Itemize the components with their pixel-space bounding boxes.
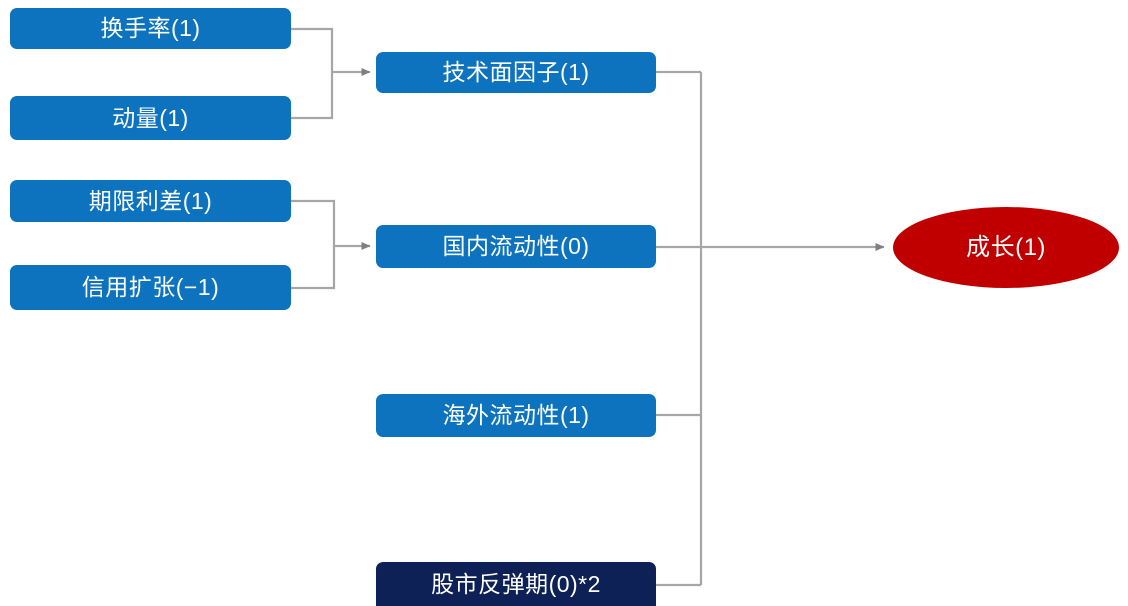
- node-growth[interactable]: 成长(1): [893, 207, 1119, 288]
- node-momentum[interactable]: 动量(1): [10, 96, 291, 140]
- node-term-spread-label: 期限利差(1): [88, 187, 213, 214]
- node-market-rebound[interactable]: 股市反弹期(0)*2: [376, 562, 656, 606]
- node-overseas-liquidity[interactable]: 海外流动性(1): [376, 394, 656, 437]
- edge-turnover-to-technical: [291, 27, 334, 72]
- edge-credit-to-domesticliq: [291, 246, 336, 290]
- edge-momentum-to-technical: [291, 72, 334, 120]
- node-domestic-liquidity-label: 国内流动性(0): [442, 233, 590, 259]
- node-turnover[interactable]: 换手率(1): [10, 8, 291, 49]
- node-credit-expansion[interactable]: 信用扩张(−1): [10, 265, 291, 310]
- edge-group-domestic-liquidity: [291, 199, 371, 290]
- node-technical-factor-label: 技术面因子(1): [442, 59, 590, 85]
- edge-group-technical: [291, 27, 371, 120]
- node-credit-expansion-label: 信用扩张(−1): [81, 274, 220, 300]
- node-growth-label: 成长(1): [966, 233, 1046, 261]
- edge-termspread-to-domesticliq: [291, 199, 336, 246]
- node-technical-factor[interactable]: 技术面因子(1): [376, 52, 656, 93]
- node-overseas-liquidity-label: 海外流动性(1): [442, 402, 590, 428]
- node-domestic-liquidity[interactable]: 国内流动性(0): [376, 225, 656, 268]
- node-momentum-label: 动量(1): [112, 104, 189, 131]
- edge-group-growth: [656, 70, 885, 587]
- node-term-spread[interactable]: 期限利差(1): [10, 180, 291, 222]
- node-market-rebound-label: 股市反弹期(0)*2: [431, 570, 601, 597]
- node-turnover-label: 换手率(1): [100, 15, 201, 41]
